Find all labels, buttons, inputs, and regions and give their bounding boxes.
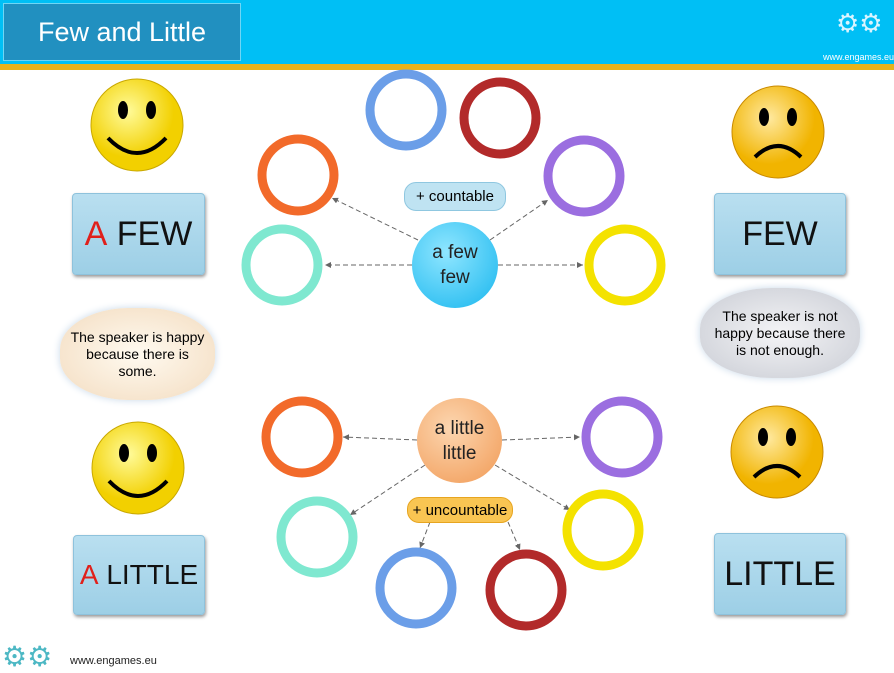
countable-tag: + countable [404, 182, 506, 211]
few-hub: a few few [412, 222, 498, 308]
header-bar: Few and Little ⚙⚙ www.engames.eu [0, 0, 894, 64]
header-site: www.engames.eu [823, 52, 894, 62]
hub-line: a few [432, 242, 478, 263]
hub-line: little [442, 442, 477, 464]
little-box: LITTLE [714, 533, 846, 615]
footer-site: www.engames.eu [70, 655, 157, 667]
sad-faces [730, 85, 825, 499]
page-title: Few and Little [3, 3, 241, 61]
happy-cloud: The speaker is happy because there is so… [60, 308, 215, 400]
gears-icon: ⚙⚙ [836, 8, 883, 38]
few-box: FEW [714, 193, 846, 275]
item-circles [241, 69, 666, 631]
arrows [325, 197, 583, 551]
a-little-box: A LITTLE [73, 535, 205, 615]
a-few-box: A FEW [72, 193, 205, 275]
accent-stripe [0, 64, 894, 70]
hub-line: few [440, 267, 470, 288]
hub-line: a little [434, 417, 485, 439]
uncountable-tag: + uncountable [407, 497, 513, 523]
article-a: A [84, 214, 108, 253]
word-few: FEW [107, 214, 193, 253]
little-hub: a little little [417, 398, 502, 483]
word-little: LITTLE [98, 559, 199, 590]
footer-gears-icon: ⚙⚙ [2, 641, 53, 672]
happy-faces [90, 78, 185, 515]
article-a: A [79, 559, 99, 590]
sad-cloud: The speaker is not happy because there i… [700, 288, 860, 378]
